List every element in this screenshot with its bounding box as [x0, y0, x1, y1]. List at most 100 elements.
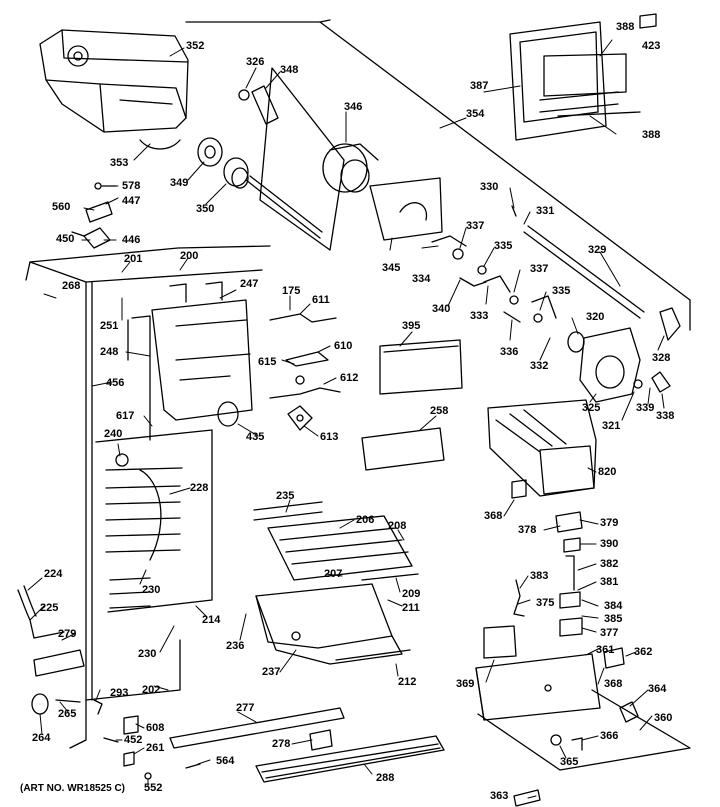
part-label-329: 329	[588, 244, 607, 256]
part-label-350: 350	[196, 203, 215, 215]
part-label-236: 236	[226, 640, 245, 652]
part-label-320: 320	[586, 311, 605, 323]
leader-lines	[28, 40, 664, 798]
part-label-251: 251	[100, 320, 119, 332]
part-label-379: 379	[600, 517, 619, 529]
part-label-330: 330	[480, 181, 499, 193]
part-label-611: 611	[312, 294, 330, 306]
part-label-261: 261	[146, 742, 165, 754]
rail-277	[170, 708, 344, 750]
part-label-208: 208	[388, 520, 407, 532]
part-label-354: 354	[466, 108, 485, 120]
dispenser-door-387	[510, 14, 656, 140]
part-label-175: 175	[282, 285, 301, 297]
part-label-435: 435	[246, 431, 265, 443]
part-label-278: 278	[272, 738, 291, 750]
art-number: (ART NO. WR18525 C)	[20, 783, 126, 794]
part-label-452: 452	[124, 734, 143, 746]
part-label-560: 560	[52, 201, 71, 213]
part-label-268: 268	[62, 280, 81, 292]
part-label-321: 321	[602, 420, 621, 432]
part-label-288: 288	[376, 772, 395, 784]
ice-maker-control-325	[568, 308, 680, 402]
part-label-348: 348	[280, 64, 299, 76]
part-label-225: 225	[40, 602, 59, 614]
part-label-326: 326	[246, 56, 265, 68]
part-label-384: 384	[604, 600, 623, 612]
part-label-258: 258	[430, 405, 449, 417]
part-label-820: 820	[598, 466, 617, 478]
water-valve-360	[476, 626, 690, 806]
part-label-279: 279	[58, 628, 77, 640]
part-label-381: 381	[600, 576, 619, 588]
part-label-334: 334	[412, 273, 431, 285]
part-label-224: 224	[44, 568, 63, 580]
small-hardware-left	[72, 183, 116, 248]
part-label-456: 456	[106, 377, 125, 389]
cabinet-frame	[26, 20, 690, 748]
bottom-left-parts	[32, 694, 200, 779]
part-label-613: 613	[320, 431, 339, 443]
part-label-361: 361	[596, 644, 615, 656]
part-label-353: 353	[110, 157, 129, 169]
part-label-211: 211	[402, 602, 420, 614]
part-label-360: 360	[654, 712, 673, 724]
part-label-337a: 337	[466, 220, 485, 232]
part-label-352: 352	[186, 40, 205, 52]
part-label-447: 447	[122, 195, 141, 207]
part-label-362: 362	[634, 646, 653, 658]
part-label-346: 346	[344, 101, 363, 113]
shelf-206	[254, 502, 418, 580]
part-label-277: 277	[236, 702, 255, 714]
ice-maker-820	[488, 400, 596, 496]
part-label-608: 608	[146, 722, 165, 734]
part-label-385: 385	[604, 613, 623, 625]
part-label-265: 265	[58, 708, 77, 720]
part-label-332: 332	[530, 360, 549, 372]
part-label-364: 364	[648, 683, 667, 695]
part-label-365: 365	[560, 756, 579, 768]
part-label-340: 340	[432, 303, 451, 315]
part-label-450: 450	[56, 233, 75, 245]
part-label-247: 247	[240, 278, 259, 290]
part-label-337b: 337	[530, 263, 549, 275]
part-label-230b: 230	[138, 648, 157, 660]
part-label-237: 237	[262, 666, 281, 678]
part-label-325: 325	[582, 402, 601, 414]
part-label-617: 617	[116, 410, 135, 422]
part-label-375: 375	[536, 597, 555, 609]
part-label-333: 333	[470, 310, 489, 322]
part-label-214: 214	[202, 614, 221, 626]
part-label-207: 207	[324, 568, 343, 580]
part-label-200: 200	[180, 250, 199, 262]
ice-bucket-352	[40, 30, 188, 149]
control-housing-345	[370, 178, 644, 322]
part-label-390: 390	[600, 538, 619, 550]
part-label-378: 378	[518, 524, 537, 536]
part-label-368b: 368	[604, 678, 623, 690]
part-label-552: 552	[144, 782, 163, 794]
crisper-drawer-211	[256, 584, 410, 664]
part-label-612: 612	[340, 372, 359, 384]
ice-maker-body-247	[128, 282, 252, 440]
part-label-209: 209	[402, 588, 421, 600]
part-label-202: 202	[142, 684, 161, 696]
part-label-212: 212	[398, 676, 417, 688]
part-label-248: 248	[100, 346, 119, 358]
part-label-368a: 368	[484, 510, 503, 522]
part-label-564: 564	[216, 755, 235, 767]
evaporator-coil-228	[96, 430, 212, 612]
part-label-383: 383	[530, 570, 549, 582]
part-label-423: 423	[642, 40, 661, 52]
part-label-349: 349	[170, 177, 189, 189]
panels-395-258	[362, 340, 462, 470]
part-label-377: 377	[600, 627, 619, 639]
kick-plate-288	[256, 736, 444, 782]
part-label-363: 363	[490, 790, 509, 802]
part-label-235: 235	[276, 490, 295, 502]
part-label-382: 382	[600, 558, 619, 570]
part-label-206: 206	[356, 514, 375, 526]
part-label-446: 446	[122, 234, 141, 246]
part-label-615: 615	[258, 356, 277, 368]
part-label-264: 264	[32, 732, 51, 744]
